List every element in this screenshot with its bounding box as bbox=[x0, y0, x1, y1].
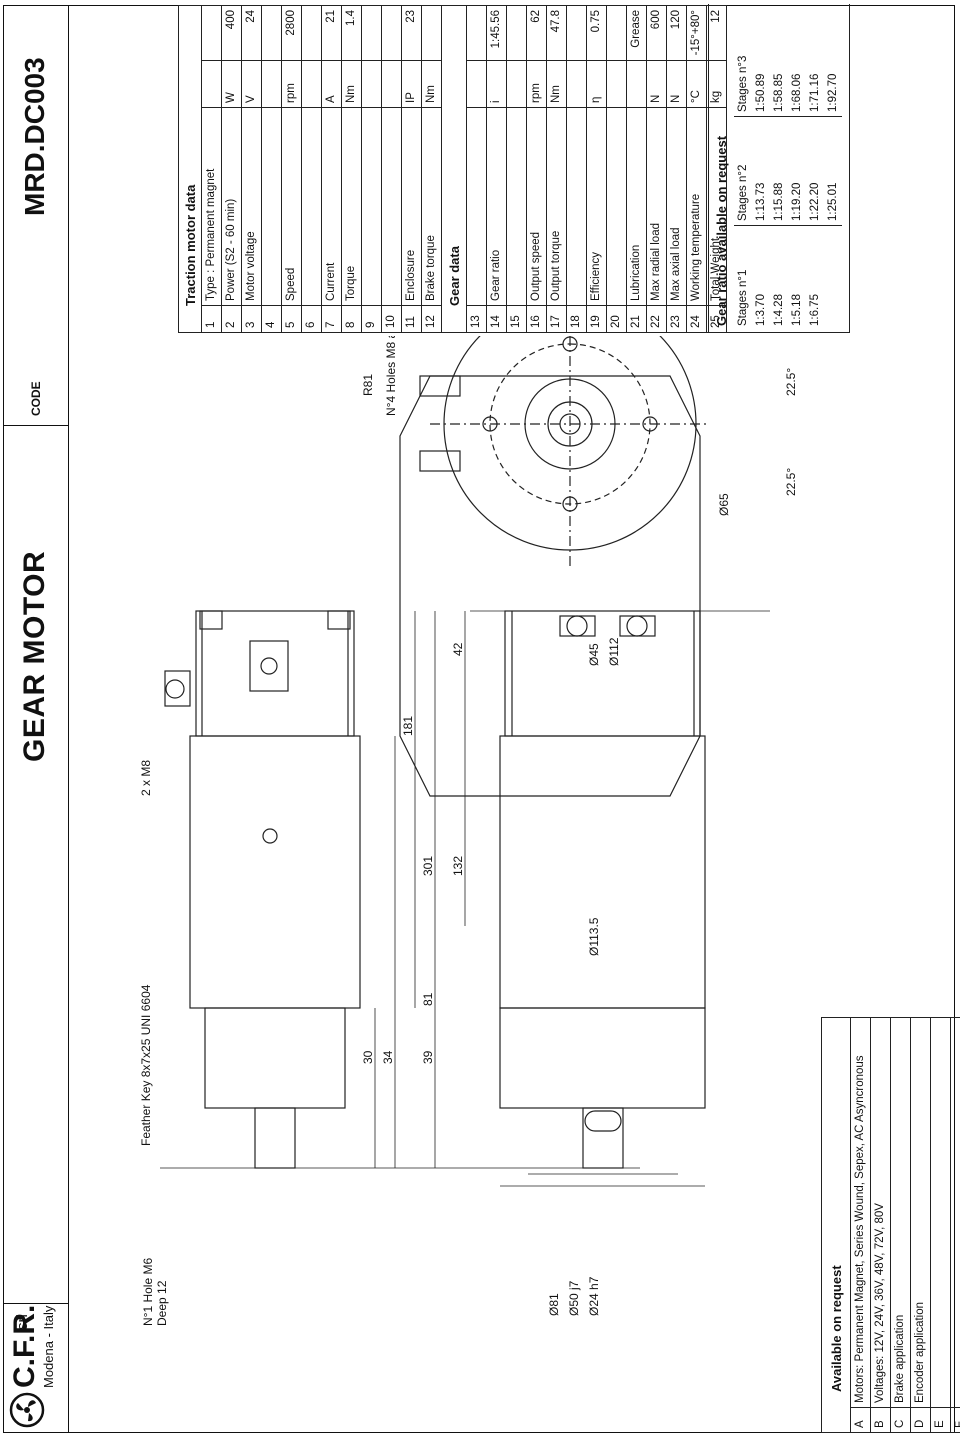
dim-d45: Ø45 bbox=[587, 643, 601, 666]
company-location: Modena - Italy bbox=[41, 1305, 56, 1388]
dim-r81: R81 bbox=[361, 374, 375, 396]
table-row: 10 bbox=[381, 5, 402, 333]
gear-ratio-cell bbox=[824, 225, 842, 330]
callout-hole-m6: N°1 Hole M6 bbox=[141, 1258, 155, 1326]
gear-ratio-cell: 1:68.06 bbox=[791, 73, 803, 112]
dim-d112: Ø112 bbox=[607, 637, 621, 666]
table-row: 18 bbox=[566, 5, 587, 333]
company-suffix: srl bbox=[14, 1314, 31, 1330]
dim-81: 81 bbox=[421, 992, 435, 1006]
dim-d24: Ø24 h7 bbox=[587, 1276, 601, 1316]
table-row: F bbox=[950, 1017, 960, 1433]
gear-ratio-cell: 1:19.20 bbox=[788, 116, 806, 226]
table-row: 1:25.01 1:92.70 bbox=[824, 8, 842, 330]
table-row: 13 bbox=[466, 5, 487, 333]
table-row: 20 bbox=[606, 5, 627, 333]
gear-ratio-title: Gear ratio available on request bbox=[714, 135, 729, 326]
dim-d65: Ø65 bbox=[717, 493, 731, 516]
header-divider bbox=[68, 5, 69, 1433]
dim-34: 34 bbox=[381, 1050, 395, 1064]
callout-feather-key: Feather Key 8x7x25 UNI 6604 bbox=[139, 984, 153, 1146]
gear-ratio-cell: 1:15.88 bbox=[770, 116, 788, 226]
dim-angle-right: 22.5° bbox=[784, 368, 798, 396]
dim-angle-left: 22.5° bbox=[784, 468, 798, 496]
dim-30: 30 bbox=[361, 1050, 375, 1064]
gear-ratio-table: Gear ratio available on request Stages n… bbox=[710, 8, 752, 330]
dim-301: 301 bbox=[421, 856, 435, 876]
gear-ratio-cell: 1:58.85 bbox=[773, 73, 785, 112]
dim-d113: Ø113.5 bbox=[587, 917, 601, 956]
dim-181: 181 bbox=[401, 716, 415, 736]
gear-ratio-cell: 1:92.70 bbox=[827, 73, 839, 112]
callout-m8: 2 x M8 bbox=[139, 760, 153, 796]
technical-drawing: 30 34 39 81 301 181 132 42 Ø81 Ø50 j7 Ø2… bbox=[139, 336, 798, 1326]
dim-132: 132 bbox=[451, 856, 465, 876]
dim-d50: Ø50 j7 bbox=[567, 1280, 581, 1316]
dim-d81: Ø81 bbox=[547, 1293, 561, 1316]
drawing-code: MRD.DC003 bbox=[19, 57, 50, 216]
callout-hole-depth: Deep 12 bbox=[155, 1280, 169, 1326]
table-row: E bbox=[930, 1017, 951, 1433]
table-row: 9 bbox=[361, 5, 382, 333]
table-row: 6 bbox=[301, 5, 322, 333]
drawing-title: GEAR MOTOR bbox=[18, 550, 51, 762]
gear-ratio-cell: 1:22.20 bbox=[806, 116, 824, 226]
dim-42: 42 bbox=[451, 642, 465, 656]
table-row: 15 bbox=[506, 5, 527, 333]
gear-ratio-cell: 1:3.70 bbox=[752, 225, 770, 330]
table-row: 4 bbox=[261, 5, 282, 333]
fan-logo-icon bbox=[9, 1392, 45, 1428]
gear-ratio-cell: 1:4.28 bbox=[770, 225, 788, 330]
dim-39: 39 bbox=[421, 1050, 435, 1064]
gear-ratio-cell: 1:50.89 bbox=[755, 73, 767, 112]
header-sep-2 bbox=[3, 425, 68, 426]
gear-ratio-cell: 1:6.75 bbox=[806, 225, 824, 330]
code-label: CODE bbox=[29, 381, 43, 416]
gear-ratio-cell: 1:71.16 bbox=[809, 73, 821, 112]
gear-ratio-cell: 1:13.73 bbox=[752, 116, 770, 226]
gear-title: Gear data bbox=[441, 5, 467, 333]
available-title: Available on request bbox=[821, 1017, 851, 1433]
gear-ratio-cell: 1:5.18 bbox=[788, 225, 806, 330]
traction-title: Traction motor data bbox=[178, 5, 202, 333]
gear-ratio-cell: 1:25.01 bbox=[824, 116, 842, 226]
callout-holes-m8: N°4 Holes M8 a 90° bbox=[384, 336, 398, 416]
shaft-side bbox=[254, 1107, 296, 1169]
